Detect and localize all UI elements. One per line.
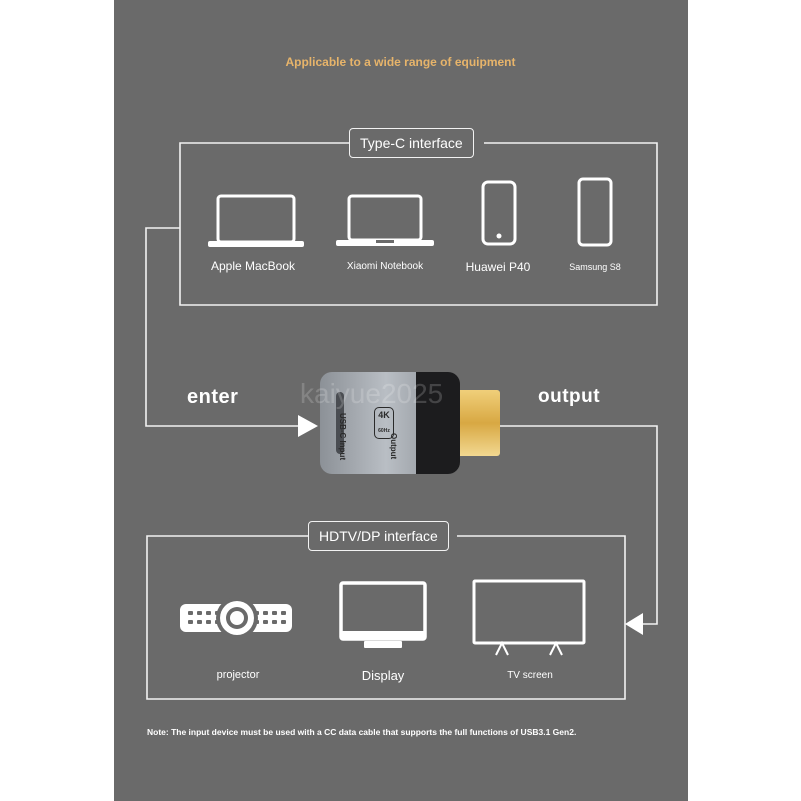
device-label-tv-screen: TV screen (507, 670, 553, 681)
enter-arrow (298, 415, 318, 437)
headline: Applicable to a wide range of equipment (285, 55, 516, 69)
adapter-badge-sub: 60Hz (378, 428, 390, 434)
output-line (500, 425, 658, 625)
typec-interface-title: Type-C interface (349, 128, 474, 158)
watermark: kaiyue2025 (300, 378, 444, 409)
monitor-icon (339, 581, 427, 648)
projector-icon (180, 597, 292, 639)
device-label-huawei-p40: Huawei P40 (465, 260, 531, 274)
phone-icon (577, 177, 613, 247)
adapter-badge-text: 4K (378, 410, 390, 420)
adapter-4k-badge: 4K 60Hz (374, 407, 394, 439)
device-label-xiaomi-notebook: Xiaomi Notebook (346, 261, 424, 272)
device-label-projector: projector (216, 669, 260, 681)
enter-label: enter (187, 386, 239, 408)
hdtv-interface-title: HDTV/DP interface (308, 521, 449, 551)
phone-icon (481, 180, 517, 246)
device-label-samsung-s8: Samsung S8 (569, 262, 621, 272)
laptop-icon (336, 194, 434, 246)
adapter-image (320, 372, 500, 474)
laptop-icon (208, 194, 304, 247)
enter-line (145, 227, 300, 427)
output-label: output (538, 386, 601, 407)
adapter-input-text: USB-C Input (338, 413, 347, 461)
hdtv-box-frame (146, 535, 626, 700)
device-label-apple-macbook: Apple MacBook (210, 259, 296, 273)
device-label-display: Display (361, 668, 405, 683)
footnote: Note: The input device must be used with… (147, 727, 577, 737)
typec-box-frame (179, 142, 658, 306)
tv-icon (472, 579, 586, 656)
hdmi-plug (456, 390, 500, 456)
output-arrow (625, 613, 643, 635)
